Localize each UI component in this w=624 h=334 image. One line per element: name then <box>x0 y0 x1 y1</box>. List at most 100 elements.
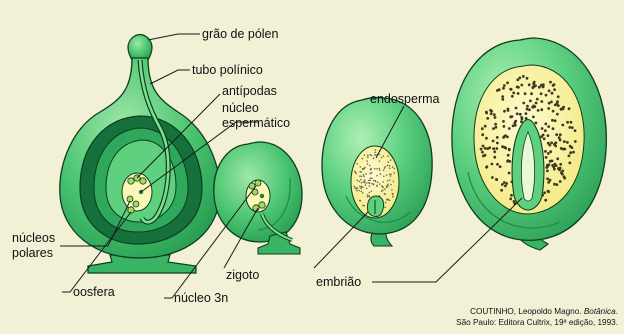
endosperm-dot <box>526 105 529 108</box>
endosperm-dot <box>363 175 365 177</box>
endosperm-dot <box>481 151 484 154</box>
endosperm-dot <box>563 148 566 151</box>
endosperm-dot <box>550 141 553 144</box>
endosperm-dot <box>566 141 569 144</box>
endosperm-dot <box>371 183 373 185</box>
ovule1-stigma <box>128 35 152 61</box>
endosperm-dot <box>358 181 360 183</box>
endosperm-dot <box>553 183 556 186</box>
endosperm-dot <box>392 193 394 195</box>
endosperm-dot <box>394 168 396 170</box>
endosperm-dot <box>501 183 504 186</box>
endosperm-dot <box>369 185 371 187</box>
endosperm-dot <box>514 124 517 127</box>
endosperm-dot <box>369 180 371 182</box>
endosperm-dot <box>538 86 541 89</box>
endosperm-dot <box>507 108 510 111</box>
endosperm-dot <box>549 81 552 84</box>
endosperm-dot <box>493 150 496 153</box>
endosperm-dot <box>482 155 485 158</box>
endosperm-dot <box>387 155 389 157</box>
endosperm-dot <box>380 173 382 175</box>
endosperm-dot <box>566 121 569 124</box>
leader-tubo-polinico <box>150 70 190 84</box>
endosperm-dot <box>559 163 562 166</box>
endosperm-dot <box>373 180 375 182</box>
endosperm-dot <box>371 191 373 193</box>
endosperm-dot <box>365 173 367 175</box>
endosperm-dot <box>556 100 559 103</box>
endosperm-dot <box>366 188 368 190</box>
label-embriao: embrião <box>316 275 361 289</box>
endosperm-dot <box>375 149 377 151</box>
endosperm-dot <box>508 149 511 152</box>
endosperm-dot <box>486 117 489 120</box>
endosperm-dot <box>522 75 525 78</box>
endosperm-dot <box>502 87 505 90</box>
endosperm-dot <box>544 150 547 153</box>
endosperm-dot <box>499 165 502 168</box>
endosperm-dot <box>379 169 381 171</box>
endosperm-dot <box>490 112 493 115</box>
endosperm-dot <box>554 141 557 144</box>
endosperm-dot <box>485 111 488 114</box>
endosperm-dot <box>498 88 501 91</box>
endosperm-dot <box>389 165 391 167</box>
endosperm-dot <box>574 140 577 143</box>
endosperm-dot <box>535 122 538 125</box>
endosperm-dot <box>545 94 548 97</box>
endosperm-dot <box>547 181 550 184</box>
endosperm-dot <box>571 126 574 129</box>
endosperm-dot <box>540 100 543 103</box>
endosperm-dot <box>491 176 494 179</box>
seed-early <box>322 98 432 246</box>
endosperm-dot <box>571 146 574 149</box>
endosperm-dot <box>512 92 515 95</box>
leader-embriao-1 <box>314 212 368 268</box>
endosperm-dot <box>367 155 369 157</box>
endosperm-dot <box>533 105 536 108</box>
endosperm-dot <box>511 115 514 118</box>
endosperm-dot <box>491 163 494 166</box>
endosperm-dot <box>386 174 388 176</box>
leader-grao-de-polen <box>148 34 200 40</box>
endosperm-dot <box>559 133 562 136</box>
endosperm-dot <box>381 190 383 192</box>
endosperm-dot <box>377 181 379 183</box>
endosperm-dot <box>547 125 550 128</box>
endosperm-dot <box>553 88 556 91</box>
endosperm-dot <box>559 180 562 183</box>
endosperm-dot <box>387 165 389 167</box>
endosperm-dot <box>568 154 571 157</box>
endosperm-dot <box>379 168 381 170</box>
endosperm-dot <box>548 144 551 147</box>
endosperm-dot <box>387 180 389 182</box>
endosperm-dot <box>549 150 552 153</box>
endosperm-dot <box>356 190 358 192</box>
endosperm-dot <box>494 116 497 119</box>
endosperm-dot <box>368 183 370 185</box>
endosperm-dot <box>533 81 536 84</box>
endosperm-dot <box>555 133 558 136</box>
endosperm-dot <box>381 185 383 187</box>
endosperm-dot <box>387 184 389 186</box>
endosperm-dot <box>559 167 562 170</box>
seed1-embryo <box>367 196 383 217</box>
endosperm-dot <box>376 185 378 187</box>
endosperm-dot <box>371 178 373 180</box>
endosperm-dot <box>530 92 533 95</box>
endosperm-dot <box>361 182 363 184</box>
endosperm-dot <box>373 157 375 159</box>
endosperm-dot <box>503 181 506 184</box>
endosperm-dot <box>541 127 544 130</box>
endosperm-dot <box>362 168 364 170</box>
label-antipodas: antípodas <box>222 84 277 98</box>
source-credit: COUTINHO, Leopoldo Magno. Botânica. São … <box>456 307 618 327</box>
endosperm-dot <box>544 129 547 132</box>
endosperm-dot <box>360 179 362 181</box>
endosperm-dot <box>537 109 540 112</box>
endosperm-dot <box>500 189 503 192</box>
endosperm-dot <box>390 184 392 186</box>
endosperm-dot <box>370 168 372 170</box>
